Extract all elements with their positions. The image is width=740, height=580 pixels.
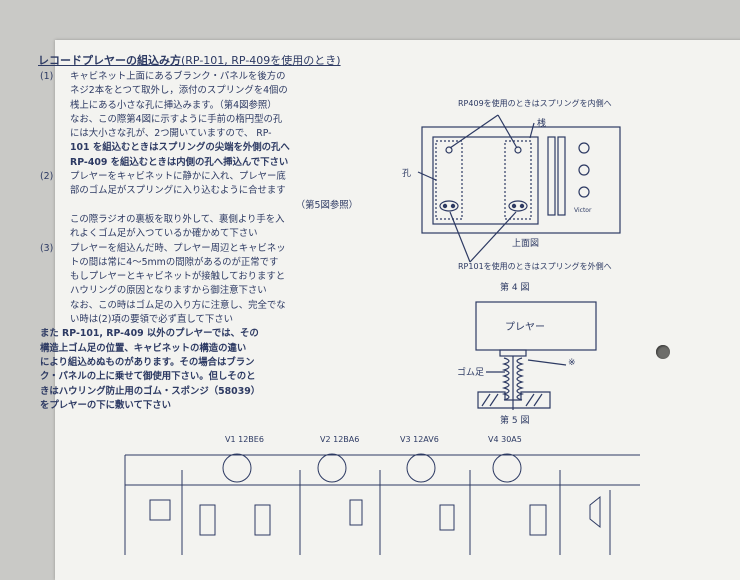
- line-text: れよくゴム足が入つているか確かめて下さい: [70, 228, 258, 240]
- body-line: には大小さな孔が、2つ開いていますので、 RP-: [40, 127, 360, 141]
- body-line: 構造上ゴム足の位置、キャビネットの構造の違い: [40, 342, 360, 356]
- fig5-player-label: プレヤー: [505, 322, 545, 333]
- figure-4: [417, 114, 621, 263]
- tube-label-v3: V3 12AV6: [400, 435, 439, 444]
- fig5-mark: ※: [568, 358, 576, 368]
- instruction-text: (1) キャビネット上面にあるブランク・パネルを後方のネジ2本をとつて取外し，添付…: [40, 70, 360, 413]
- cabinet-outline: [421, 126, 621, 234]
- speaker-icon: [589, 495, 601, 529]
- fig4-view-label: 上面図: [512, 239, 540, 249]
- body-line: この際ラジオの裏板を取り外して、裏側より手を入: [40, 213, 360, 227]
- spring-hole-right-rear: [514, 146, 522, 154]
- body-line: 桟上にある小さな孔に挿込みます。（第4図参照）: [40, 99, 360, 113]
- body-line: もしプレヤーとキャビネットが接触しておりますと: [40, 270, 360, 284]
- line-text: RP-409 を組込むときは内側の孔へ挿込んで下さい: [70, 156, 289, 168]
- body-line: なお、この際第4図に示すように手前の楕円型の孔: [40, 113, 360, 127]
- body-line: ハウリングの原因となりますから御注意下さい: [40, 284, 360, 298]
- figures: [124, 114, 640, 555]
- tube-v2: [317, 453, 347, 483]
- line-text: ネジ2本をとつて取外し，添付のスプリングを4個の: [70, 85, 288, 97]
- body-line: (1) キャビネット上面にあるブランク・パネルを後方の: [40, 70, 360, 84]
- line-text: プレヤーを組込んだ時、プレヤー周辺とキャビネッ: [70, 242, 286, 254]
- body-line: トの間は常に4〜5mmの間隙があるのが正常です: [40, 256, 360, 270]
- fig4-caption: 第 4 図: [500, 283, 530, 293]
- body-line: (2) プレヤーをキャビネットに静かに入れ、プレヤー底: [40, 170, 360, 184]
- body-line: 部のゴム足がスプリングに入り込むように合せます: [40, 184, 360, 198]
- tube-label-v4: V4 30A5: [488, 435, 522, 444]
- fig4-note-outer: RP101を使用のときはスプリングを外側へ: [458, 262, 612, 271]
- body-line: い時は(2)項の要領で必ず直して下さい: [40, 313, 360, 327]
- manual-page: [55, 40, 740, 580]
- fig4-label-rail: 桟: [537, 119, 547, 129]
- line-text: 構造上ゴム足の位置、キャビネットの構造の違い: [40, 342, 247, 354]
- dial-scale-2: [557, 136, 566, 216]
- body-line: (3) プレヤーを組込んだ時、プレヤー周辺とキャビネッ: [40, 242, 360, 256]
- line-text: なお、この際第4図に示すように手前の楕円型の孔: [70, 113, 283, 125]
- body-line: れよくゴム足が入つているか確かめて下さい: [40, 227, 360, 241]
- body-line: ク・パネルの上に乗せて御使用下さい。但しそのと: [40, 370, 360, 384]
- tube-v4: [492, 453, 522, 483]
- section-title: レコードプレヤーの組込み方: [38, 54, 181, 67]
- line-text: この際ラジオの裏板を取り外して、裏側より手を入: [70, 213, 285, 225]
- body-line: をプレヤーの下に敷いて下さい: [40, 399, 360, 413]
- item-number: (2): [40, 171, 54, 183]
- oval-hole-right: [508, 200, 528, 212]
- brand-logo-text: Victor: [574, 207, 592, 214]
- knob-3: [578, 186, 590, 198]
- line-text: きはハウリング防止用のゴム・スポンジ（58039）: [40, 385, 261, 397]
- tube-label-v2: V2 12BA6: [320, 435, 360, 444]
- knob-2: [578, 164, 590, 176]
- section-subtitle: (RP-101, RP-409を使用のとき): [181, 54, 341, 67]
- body-line: （第5図参照）: [40, 199, 360, 213]
- line-text: 101 を組込むときはスプリングの尖端を外側の孔へ: [70, 142, 290, 154]
- figure-5: [475, 301, 597, 410]
- line-text: ハウリングの原因となりますから御注意下さい: [70, 285, 267, 297]
- tube-v3: [406, 453, 436, 483]
- line-text: トの間は常に4〜5mmの間隙があるのが正常です: [70, 256, 279, 268]
- right-rail: [504, 140, 532, 220]
- oval-hole-left: [439, 200, 459, 212]
- player-box: [475, 301, 597, 351]
- fig5-rubber-label: ゴム足: [457, 368, 485, 378]
- rail-section: [477, 391, 551, 409]
- fig4-note-inner: RP409を使用のときはスプリングを内側へ: [458, 99, 612, 108]
- knob-1: [578, 142, 590, 154]
- line-text: 桟上にある小さな孔に挿込みます。（第4図参照）: [70, 99, 277, 111]
- tube-label-v1: V1 12BE6: [225, 435, 264, 444]
- punch-hole: [656, 345, 670, 359]
- line-text: には大小さな孔が、2つ開いていますので、 RP-: [70, 128, 272, 140]
- item-number: (3): [40, 242, 54, 254]
- line-text: もしプレヤーとキャビネットが接触しておりますと: [70, 271, 286, 283]
- body-line: RP-409 を組込むときは内側の孔へ挿込んで下さい: [40, 156, 360, 170]
- line-text: ク・パネルの上に乗せて御使用下さい。但しそのと: [40, 371, 256, 383]
- body-line: 101 を組込むときはスプリングの尖端を外側の孔へ: [40, 141, 360, 155]
- body-line: また RP-101, RP-409 以外のプレヤーでは、その: [40, 327, 360, 341]
- dial-scale-1: [547, 136, 556, 216]
- blank-panel: [432, 136, 539, 225]
- line-text: また RP-101, RP-409 以外のプレヤーでは、その: [40, 328, 259, 340]
- schematic: [124, 453, 640, 555]
- body-line: ネジ2本をとつて取外し，添付のスプリングを4個の: [40, 84, 360, 98]
- line-text: により組込めぬものがあります。その場合はブラン: [40, 356, 255, 368]
- line-text: キャビネット上面にあるブランク・パネルを後方の: [70, 71, 286, 82]
- tube-v1: [222, 453, 252, 483]
- fig4-label-hole: 孔: [402, 169, 412, 179]
- body-line: により組込めぬものがあります。その場合はブラン: [40, 356, 360, 370]
- body-line: きはハウリング防止用のゴム・スポンジ（58039）: [40, 385, 360, 399]
- item-number: (1): [40, 71, 54, 82]
- section-heading: レコードプレヤーの組込み方(RP-101, RP-409を使用のとき): [38, 52, 341, 68]
- line-text: （第5図参照）: [295, 199, 358, 211]
- line-text: をプレヤーの下に敷いて下さい: [40, 399, 171, 411]
- line-text: 部のゴム足がスプリングに入り込むように合せます: [70, 185, 286, 197]
- line-text: い時は(2)項の要領で必ず直して下さい: [70, 314, 233, 326]
- fig5-caption: 第 5 図: [500, 416, 530, 426]
- line-text: プレヤーをキャビネットに静かに入れ、プレヤー底: [70, 171, 286, 183]
- body-line: なお、この時はゴム足の入り方に注意し、完全でな: [40, 299, 360, 313]
- spring-hole-left-rear: [445, 146, 453, 154]
- line-text: なお、この時はゴム足の入り方に注意し、完全でな: [70, 299, 286, 311]
